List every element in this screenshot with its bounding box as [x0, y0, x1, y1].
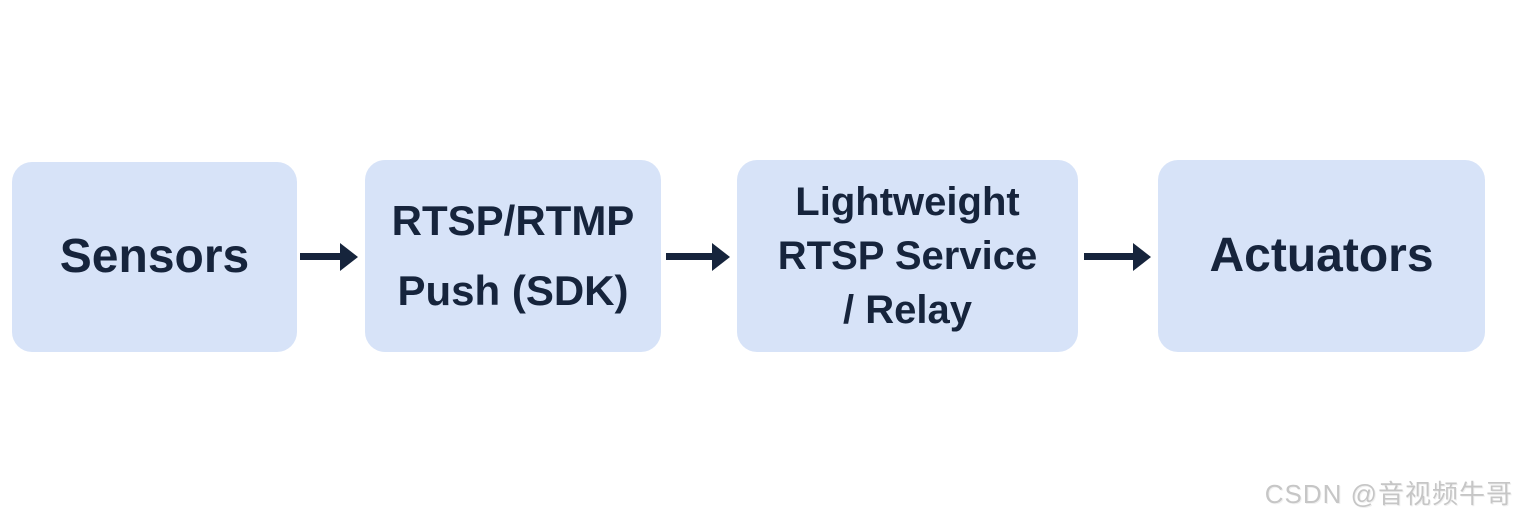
flow-arrow-2 — [666, 239, 730, 275]
arrow-head-icon — [340, 243, 358, 271]
flow-arrow-3 — [1084, 239, 1151, 275]
node-lightweight-rtsp-service-relay: Lightweight RTSP Service / Relay — [737, 160, 1078, 352]
node-rtsp-rtmp-push-sdk: RTSP/RTMP Push (SDK) — [365, 160, 661, 352]
arrow-head-icon — [712, 243, 730, 271]
node-actuators-label: Actuators — [1209, 229, 1434, 282]
arrow-shaft — [1084, 253, 1139, 260]
watermark: CSDN @音视频牛哥 — [1264, 479, 1513, 509]
node-sensors-label: Sensors — [59, 230, 250, 283]
arrow-head-icon — [1133, 243, 1151, 271]
node-relay-label-line3: / Relay — [843, 288, 972, 332]
node-relay-label-line2: RTSP Service — [777, 234, 1038, 278]
node-push-label-line1: RTSP/RTMP — [391, 197, 635, 244]
arrow-shaft — [666, 253, 718, 260]
node-sensors: Sensors — [12, 162, 297, 352]
node-push-label-line2: Push (SDK) — [397, 267, 629, 314]
node-relay-label-line1: Lightweight — [795, 180, 1020, 224]
arrow-shaft — [300, 253, 346, 260]
node-actuators: Actuators — [1158, 160, 1485, 352]
flow-arrow-1 — [300, 239, 358, 275]
